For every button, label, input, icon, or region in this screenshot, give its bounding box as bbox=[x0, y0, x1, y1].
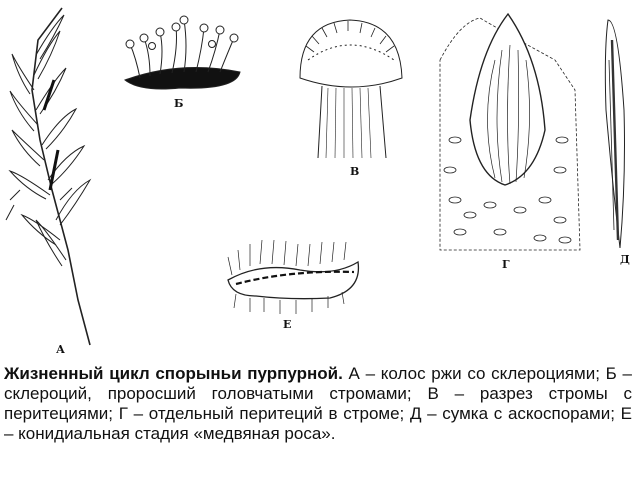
label-v: В bbox=[350, 165, 360, 178]
stroma-section-drawing bbox=[299, 19, 403, 159]
label-a: А bbox=[56, 343, 65, 356]
label-e: Е bbox=[283, 318, 292, 331]
rye-ear-drawing bbox=[5, 7, 92, 346]
figure-caption: Жизненный цикл спорыньи пурпурной. А – к… bbox=[4, 364, 632, 444]
conidial-stage-drawing bbox=[227, 239, 360, 314]
sclerotium-drawing bbox=[123, 15, 241, 90]
label-g: Г bbox=[502, 258, 510, 271]
label-d: Д bbox=[620, 253, 630, 266]
caption-title: Жизненный цикл спорыньи пурпурной. bbox=[4, 364, 343, 383]
label-b: Б bbox=[174, 97, 184, 110]
perithecium-drawing bbox=[439, 12, 581, 251]
ergot-lifecycle-figure bbox=[5, 7, 625, 346]
ascus-drawing bbox=[604, 19, 625, 249]
caption-text: А – колос ржи со склероциями; Б – склеро… bbox=[4, 364, 632, 443]
